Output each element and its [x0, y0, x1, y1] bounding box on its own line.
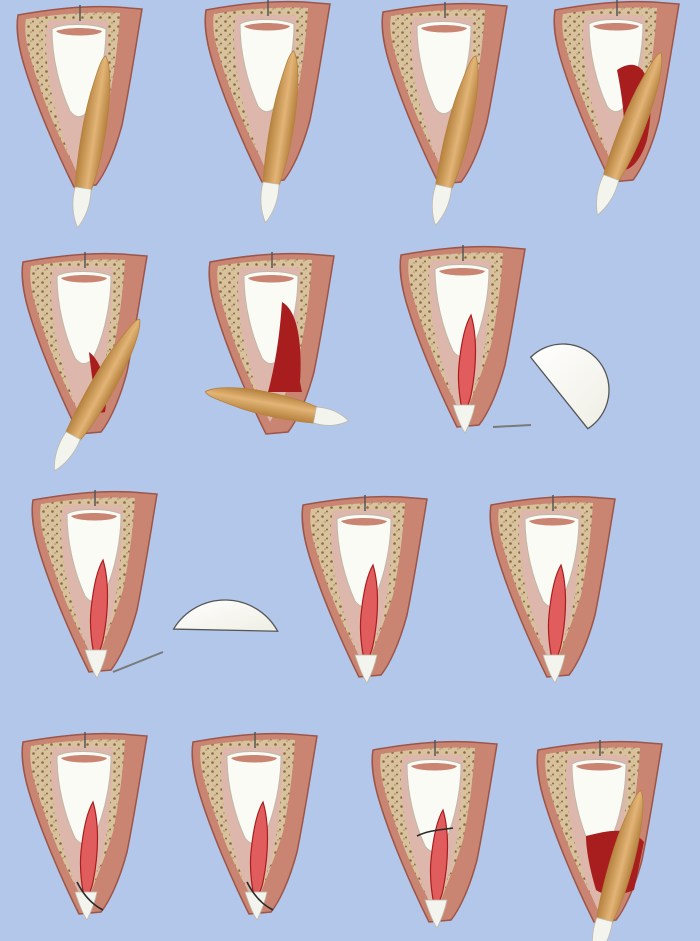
extraction-diagram: [0, 0, 700, 941]
diagram-canvas: [0, 0, 700, 941]
